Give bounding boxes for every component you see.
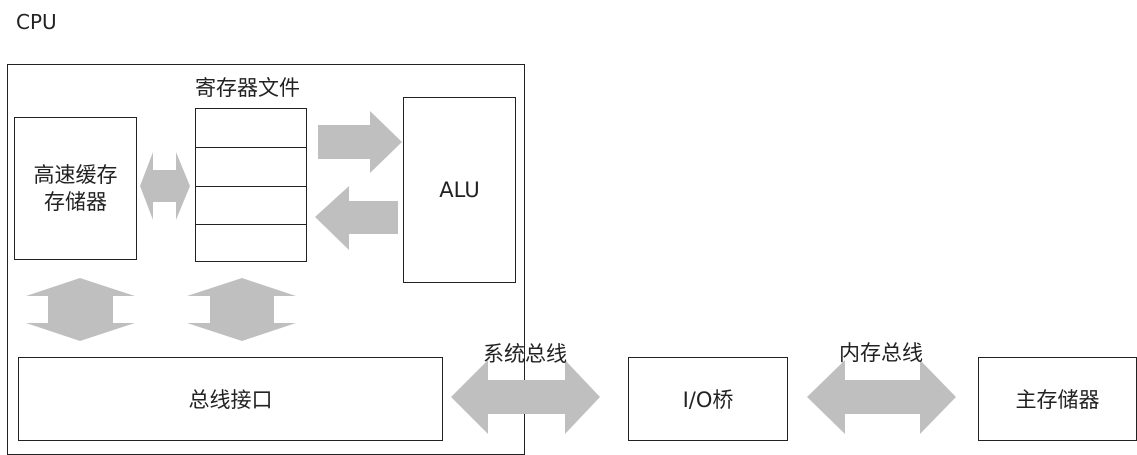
alu-box: ALU xyxy=(403,97,516,283)
register-cell xyxy=(196,186,306,187)
register-bus-arrow xyxy=(187,278,296,341)
bus-interface-label: 总线接口 xyxy=(188,388,273,412)
main-memory-label: 主存储器 xyxy=(1015,388,1100,412)
register-cell xyxy=(196,224,306,225)
system-bus-label: 系统总线 xyxy=(483,342,567,366)
system-bus-arrow xyxy=(451,360,600,434)
register-cell xyxy=(196,147,306,148)
alu-label: ALU xyxy=(439,178,480,202)
bus-interface-box: 总线接口 xyxy=(18,357,443,441)
io-bridge-box: I/O桥 xyxy=(628,357,788,441)
memory-bus-label: 内存总线 xyxy=(839,341,923,365)
cache-memory-box: 高速缓存 存储器 xyxy=(14,117,137,260)
cache-memory-label: 高速缓存 存储器 xyxy=(33,163,118,214)
cpu-label: CPU xyxy=(16,10,57,34)
memory-bus-arrow xyxy=(807,360,956,434)
register-file-label: 寄存器文件 xyxy=(195,76,300,100)
register-to-alu-arrow xyxy=(318,111,402,173)
register-file-box xyxy=(195,108,307,262)
main-memory-box: 主存储器 xyxy=(978,357,1137,441)
cache-bus-arrow xyxy=(26,278,135,341)
cache-register-arrow xyxy=(140,152,190,220)
alu-to-register-arrow xyxy=(315,186,398,250)
io-bridge-label: I/O桥 xyxy=(682,388,734,412)
